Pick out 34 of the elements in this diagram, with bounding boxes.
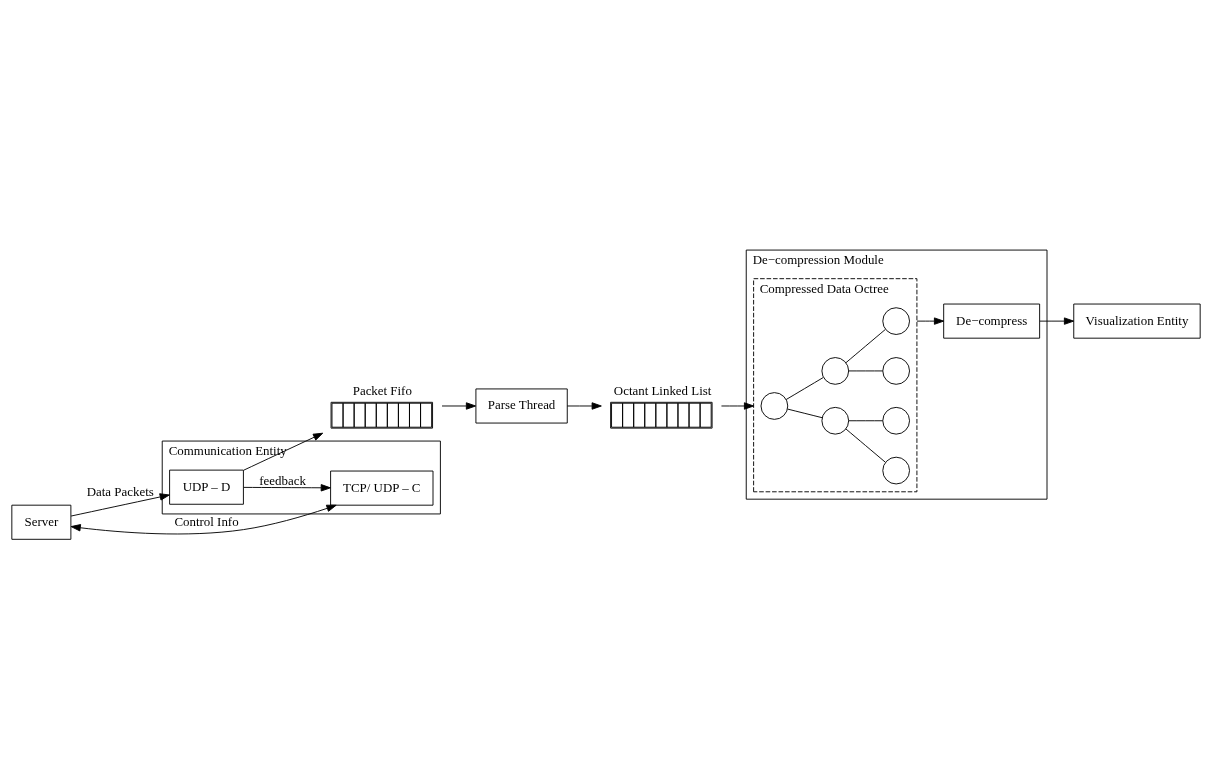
arrow xyxy=(1039,317,1075,325)
arrow xyxy=(721,402,755,410)
node-box: UDP – D xyxy=(169,469,244,505)
arrow xyxy=(916,317,945,325)
node-box: De−compress xyxy=(943,303,1041,339)
arrow xyxy=(566,402,602,410)
edge-label: Data Packets xyxy=(86,483,154,499)
cluster: Compressed Data Octree xyxy=(753,278,918,493)
connector xyxy=(848,370,884,372)
arrow xyxy=(70,504,337,535)
connector xyxy=(787,408,823,419)
edge-label: feedback xyxy=(259,472,306,488)
node-box: Parse Thread xyxy=(475,388,568,424)
node-circle xyxy=(882,406,910,435)
arrow xyxy=(441,402,477,410)
node-circle xyxy=(882,456,910,485)
node-box: Visualization Entity xyxy=(1073,303,1201,339)
node-circle xyxy=(882,307,910,335)
node-circle xyxy=(821,406,850,435)
arrow xyxy=(243,432,324,471)
connector xyxy=(845,329,886,364)
connector xyxy=(848,420,884,422)
edge-label: Control Info xyxy=(174,514,239,530)
node-circle xyxy=(821,357,850,385)
node-box: TCP/ UDP – C xyxy=(330,470,434,506)
node-box: Server xyxy=(11,504,72,540)
node-label: Octant Linked List xyxy=(613,383,712,399)
node-label: Packet Fifo xyxy=(352,383,412,399)
connector xyxy=(785,377,824,400)
node-circle xyxy=(760,392,789,420)
arrow xyxy=(243,484,331,492)
node-circle xyxy=(882,357,910,385)
arrow xyxy=(70,493,170,517)
connector xyxy=(845,428,886,463)
